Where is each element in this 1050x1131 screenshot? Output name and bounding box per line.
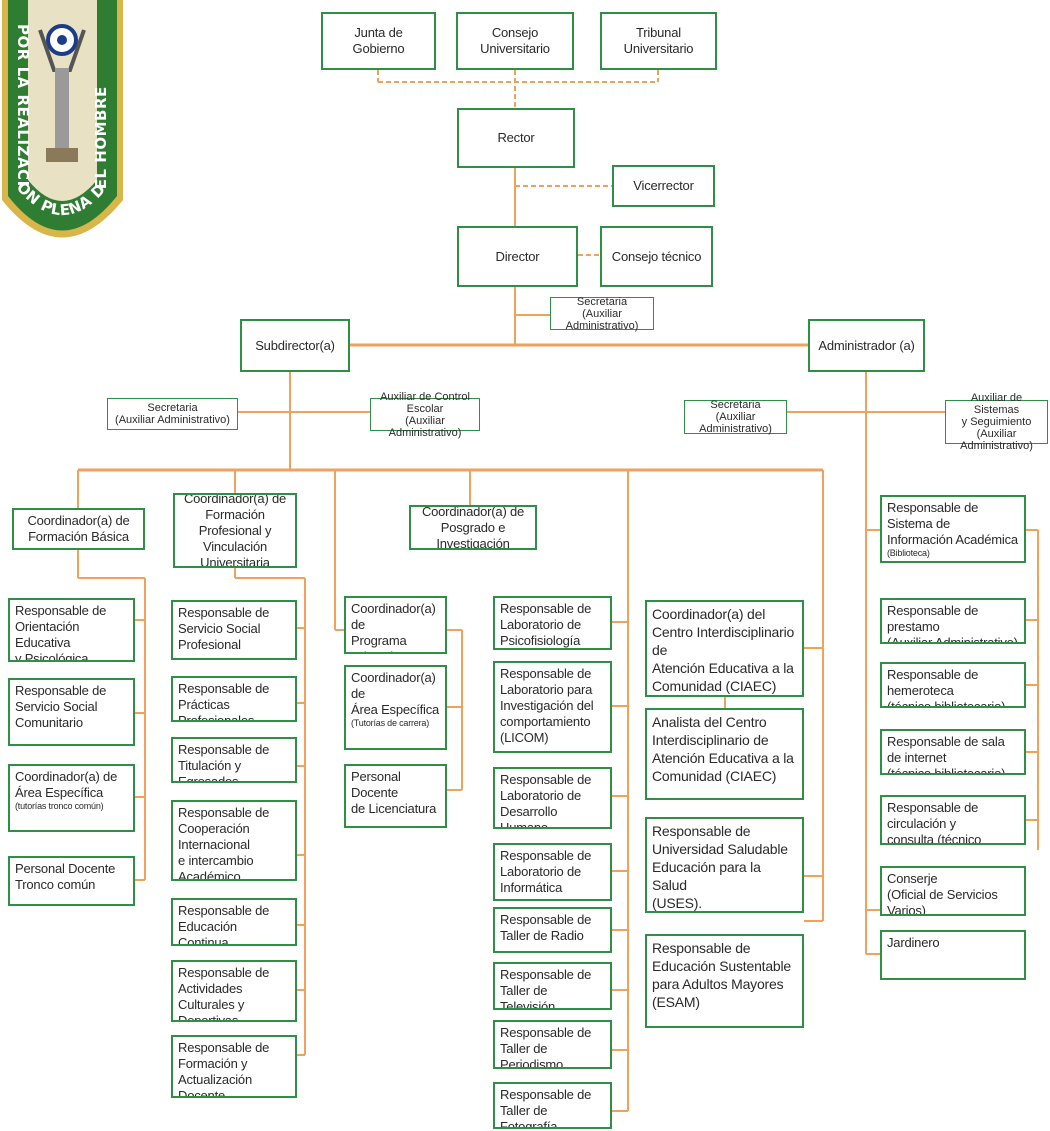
node-consejo-universitario: Consejo Universitario — [456, 12, 574, 70]
node-coord-area-especifica-carrera-title: Coordinador(a) de Área Específica — [351, 670, 440, 717]
node-responsable-circulacion: Responsable de circulación y consulta (t… — [880, 795, 1026, 845]
node-area-especifica-tronco-note: (tutorías tronco común) — [15, 801, 104, 811]
node-responsable-prestamo: Responsable de prestamo (Auxiliar Admini… — [880, 598, 1026, 644]
node-coord-area-especifica-carrera-note: (Tutorías de carrera) — [351, 718, 429, 728]
node-secretaria-administracion: Secretaria (Auxiliar Administrativo) — [684, 399, 787, 435]
node-docente-licenciatura: Personal Docente de Licenciatura — [344, 764, 447, 828]
node-formacion-actualizacion-docente: Responsable de Formación y Actualización… — [171, 1035, 297, 1098]
node-coord-area-especifica-carrera: Coordinador(a) de Área Específica(Tutorí… — [344, 665, 447, 750]
node-docente-tronco-comun: Personal Docente Tronco común — [8, 856, 135, 906]
node-control-escolar: Auxiliar de Control Escolar (Auxiliar Ad… — [370, 391, 480, 439]
node-coord-formacion-basica: Coordinador(a) de Formación Básica — [12, 508, 145, 550]
university-logo: POR LA REALIZACION PLENA DEL HOMBRE — [2, 0, 123, 238]
node-lab-informatica: Responsable de Laboratorio de Informátic… — [493, 843, 612, 901]
node-responsable-hemeroteca: Responsable de hemeroteca (técnico bibli… — [880, 662, 1026, 708]
node-sistema-informacion-academica: Responsable de Sistema de Información Ac… — [880, 495, 1026, 563]
node-jardinero: Jardinero — [880, 930, 1026, 980]
node-uses: Responsable de Universidad Saludable Edu… — [645, 817, 804, 913]
node-lab-desarrollo-humano: Responsable de Laboratorio de Desarrollo… — [493, 767, 612, 829]
node-rector: Rector — [457, 108, 575, 168]
node-lab-psicofisiologia: Responsable de Laboratorio de Psicofisio… — [493, 596, 612, 650]
node-tribunal-universitario: Tribunal Universitario — [600, 12, 717, 70]
node-cooperacion-internacional: Responsable de Cooperación Internacional… — [171, 800, 297, 881]
node-coord-posgrado: Coordinador(a) de Posgrado e Investigaci… — [409, 505, 537, 550]
node-subdirector: Subdirector(a) — [240, 319, 350, 372]
node-secretaria-subdireccion: Secretaria (Auxiliar Administrativo) — [107, 398, 238, 430]
node-coord-programa-educativo: Coordinador(a) de Programa Educativo — [344, 596, 447, 654]
node-secretaria-director: Secretaria (Auxiliar Administrativo) — [550, 296, 654, 332]
node-area-especifica-tronco-title: Coordinador(a) de Área Específica — [15, 769, 118, 800]
node-conserje: Conserje (Oficial de Servicios Varios) — [880, 866, 1026, 916]
node-responsable-sala-internet: Responsable de sala de internet (técnico… — [880, 729, 1026, 775]
node-taller-television: Responsable de Taller de Televisión — [493, 962, 612, 1010]
node-junta-de-gobierno: Junta de Gobierno — [321, 12, 436, 70]
node-area-especifica-tronco: Coordinador(a) de Área Específica(tutorí… — [8, 764, 135, 832]
node-sistema-informacion-academica-title: Responsable de Sistema de Información Ac… — [887, 500, 1018, 547]
node-taller-fotografia: Responsable de Taller de Fotografía — [493, 1082, 612, 1129]
node-servicio-social-comunitario: Responsable de Servicio Social Comunitar… — [8, 678, 135, 746]
node-titulacion-egresados: Responsable de Titulación y Egresados — [171, 737, 297, 783]
node-taller-periodismo: Responsable de Taller de Periodismo — [493, 1020, 612, 1069]
node-servicio-social-profesional: Responsable de Servicio Social Profesion… — [171, 600, 297, 660]
node-actividades-culturales: Responsable de Actividades Culturales y … — [171, 960, 297, 1022]
node-vicerrector: Vicerrector — [612, 165, 715, 207]
node-practicas-profesionales: Responsable de Prácticas Profesionales — [171, 676, 297, 722]
node-consejo-tecnico: Consejo técnico — [600, 226, 713, 287]
node-auxiliar-sistemas: Auxiliar de Sistemas y Seguimiento (Auxi… — [945, 392, 1048, 452]
node-orientacion-educativa: Responsable de Orientación Educativa y P… — [8, 598, 135, 662]
node-esam: Responsable de Educación Sustentable par… — [645, 934, 804, 1028]
node-educacion-continua: Responsable de Educación Continua — [171, 898, 297, 946]
node-director: Director — [457, 226, 578, 287]
node-sistema-informacion-academica-note: (Biblioteca) — [887, 548, 930, 558]
node-administrador: Administrador (a) — [808, 319, 925, 372]
node-analista-ciaec: Analista del Centro Interdisciplinario d… — [645, 708, 804, 800]
node-coord-ciaec: Coordinador(a) del Centro Interdisciplin… — [645, 600, 804, 697]
node-coord-formacion-profesional: Coordinador(a) de Formación Profesional … — [173, 493, 297, 568]
node-taller-radio: Responsable de Taller de Radio — [493, 907, 612, 953]
node-lab-licom: Responsable de Laboratorio para Investig… — [493, 661, 612, 753]
